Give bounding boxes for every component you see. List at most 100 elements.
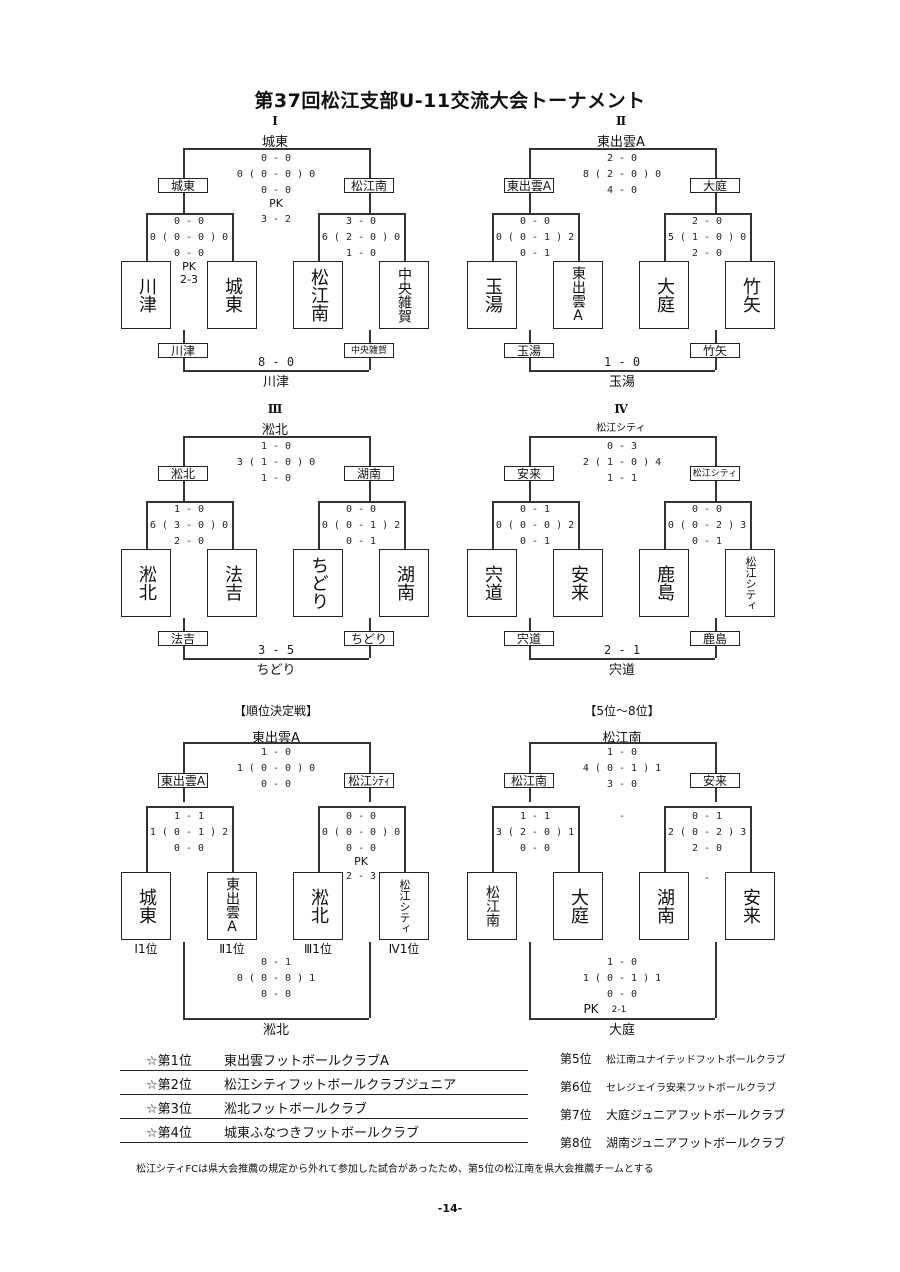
- team-box: 淞北: [293, 872, 343, 940]
- bottom-score: 8 - 0: [257, 355, 295, 369]
- group-numeral: Ⅲ: [267, 402, 283, 416]
- lower-score-first-half: 1 - 0: [606, 957, 638, 968]
- bracket-line: [664, 501, 666, 549]
- team-name: 川津: [136, 277, 157, 313]
- section-title: 【5位～8位】: [584, 704, 660, 718]
- bracket-line: [183, 942, 185, 1018]
- team-box: 湖南: [639, 872, 689, 940]
- final-score-second-half: 4 - 0: [606, 185, 638, 196]
- bracket-line: [404, 213, 406, 261]
- bracket-line: [578, 501, 580, 549]
- team-box: 松江南: [467, 872, 517, 940]
- match-right-score-first-half: 0 - 0: [691, 504, 723, 515]
- bracket-line: [529, 481, 531, 501]
- match-right-score-total: 2 ( 0 - 2 ) 3: [667, 827, 747, 838]
- final-score-second-half: 3 - 0: [606, 779, 638, 790]
- match-left-score-first-half: 1 - 0: [173, 504, 205, 515]
- team-name: 玉湯: [482, 277, 503, 313]
- match-left-score-second-half: 2 - 0: [173, 536, 205, 547]
- bottom-left-tag: 宍道: [504, 631, 554, 646]
- match-right-score-first-half: 0 - 1: [691, 811, 723, 822]
- group-winner: 城東: [261, 135, 288, 150]
- bottom-right-tag: ちどり: [344, 631, 394, 646]
- semi-left-winner-tag: 城東: [158, 178, 208, 193]
- match-right-score-total: 0 ( 0 - 2 ) 3: [667, 520, 747, 531]
- bracket-line: [183, 436, 369, 438]
- result-position: ☆第2位: [146, 1078, 192, 1093]
- semi-left-winner-tag: 安来: [504, 466, 554, 481]
- bottom-left-tag: 法吉: [158, 631, 208, 646]
- team-box: 玉湯: [467, 261, 517, 329]
- result-team: 大庭ジュニアフットボールクラブ: [606, 1108, 786, 1122]
- bracket-line: [492, 501, 494, 549]
- final-score-total: 0 ( 0 - 0 ) 0: [236, 169, 316, 180]
- bracket-line: [492, 213, 578, 215]
- team-name: 湖南: [654, 888, 675, 924]
- semi-right-winner-tag: 大庭: [690, 178, 740, 193]
- final-score-total: 4 ( 0 - 1 ) 1: [582, 763, 662, 774]
- match-left-score-first-half: 1 - 1: [519, 811, 551, 822]
- final-score-first-half: 1 - 0: [606, 747, 638, 758]
- semi-right-winner-tag: 湖南: [344, 466, 394, 481]
- bracket-line: [232, 213, 234, 261]
- final-score-second-half: 1 - 0: [260, 473, 292, 484]
- bracket-line: [529, 436, 531, 466]
- bracket-line: [529, 148, 531, 178]
- match-right-score-second-half: 0 - 1: [691, 536, 723, 547]
- team-name: 東出雲A: [570, 266, 586, 324]
- dash-mark: -: [703, 873, 711, 884]
- bracket-line: [369, 942, 371, 1018]
- semi-left-winner-tag: 淞北: [158, 466, 208, 481]
- match-right-score-first-half: 0 - 0: [345, 811, 377, 822]
- match-left-score-total: 1 ( 0 - 1 ) 2: [149, 827, 229, 838]
- bracket-line: [664, 806, 666, 872]
- result-position: 第7位: [560, 1108, 592, 1122]
- team-box: 淞北: [121, 549, 171, 617]
- match-left-score-second-half: 0 - 1: [519, 248, 551, 259]
- result-position: 第5位: [560, 1052, 592, 1066]
- bottom-right-tag: 竹矢: [690, 343, 740, 358]
- bracket-line: [492, 806, 578, 808]
- team-box: 中央雑賀: [379, 261, 429, 329]
- match-right-score-second-half: 2 - 0: [691, 248, 723, 259]
- bracket-line: [146, 806, 232, 808]
- bracket-line: [183, 148, 185, 178]
- team-box: 東出雲A: [207, 872, 257, 940]
- final-score-total: 1 ( 0 - 0 ) 0: [236, 763, 316, 774]
- semi-left-winner-tag: 東出雲A: [158, 773, 208, 788]
- bracket-line: [183, 742, 185, 802]
- team-box: 東出雲A: [553, 261, 603, 329]
- bracket-line: [146, 806, 148, 872]
- bracket-line: [492, 501, 578, 503]
- footnote: 松江シティFCは県大会推薦の規定から外れて参加した試合があったため、第5位の松江…: [136, 1164, 654, 1175]
- bottom-score: 3 - 5: [257, 643, 295, 657]
- team-name: 竹矢: [740, 277, 761, 313]
- bracket-line: [664, 806, 750, 808]
- bracket-line: [369, 193, 371, 213]
- semi-right-winner-tag: 安来: [690, 773, 740, 788]
- team-name: 法吉: [222, 565, 243, 601]
- result-row: 第5位松江南ユナイテッドフットボールクラブ: [560, 1050, 786, 1067]
- result-team: 湖南ジュニアフットボールクラブ: [606, 1136, 786, 1150]
- bracket-line: [529, 742, 715, 744]
- team-name: 淞北: [308, 888, 329, 924]
- bottom-score: 2 - 1: [603, 643, 641, 657]
- rank-label: Ⅱ1位: [219, 942, 245, 956]
- bracket-line: [183, 148, 369, 150]
- bracket-line: [715, 193, 717, 213]
- semi-left-winner-tag: 松江南: [504, 773, 554, 788]
- result-row: ☆第4位城東ふなつきフットボールクラブ: [120, 1120, 528, 1143]
- team-box: ちどり: [293, 549, 343, 617]
- match-right-score-total: 6 ( 2 - 0 ) 0: [321, 232, 401, 243]
- team-box: 松江南: [293, 261, 343, 329]
- team-name: 松江シティ: [398, 878, 411, 934]
- final-score-second-half: 0 - 0: [260, 185, 292, 196]
- lower-score-total: 1 ( 0 - 1 ) 1: [582, 973, 662, 984]
- match-right-score-second-half: 0 - 0: [345, 843, 377, 854]
- team-name: 大庭: [568, 888, 589, 924]
- rank-label: Ⅲ1位: [304, 942, 332, 956]
- bracket-line: [578, 806, 580, 872]
- bracket-line: [529, 370, 715, 372]
- team-box: 城東: [121, 872, 171, 940]
- result-team: 城東ふなつきフットボールクラブ: [224, 1126, 420, 1141]
